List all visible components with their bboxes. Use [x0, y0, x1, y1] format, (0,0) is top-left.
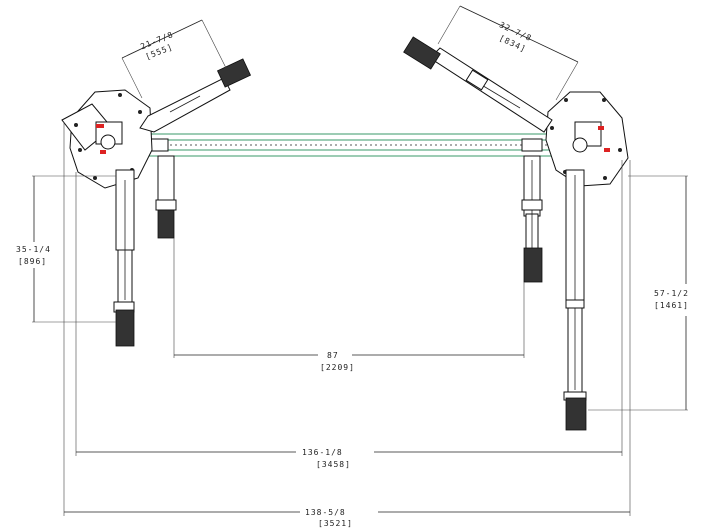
dim-overall-width-imperial: 136-1/8: [302, 448, 343, 457]
right-carriage: [545, 91, 629, 187]
dim-left-arm-imperial: 35-1/4: [16, 245, 51, 254]
dim-inner-span-metric: [2209]: [320, 363, 355, 372]
dim-left-arm-metric: [896]: [18, 257, 47, 266]
dim-overall-outside-imperial: 138-5/8: [305, 508, 346, 517]
dim-left-arm: 35-1/4 [896]: [16, 175, 116, 323]
dim-overall-width: 136-1/8 [3458]: [75, 160, 623, 469]
upper-right-arm: [403, 36, 553, 133]
dim-inner-span-imperial: 87: [327, 351, 339, 360]
dim-overall-outside: 138-5/8 [3521]: [63, 122, 631, 528]
dim-overall-width-metric: [3458]: [316, 460, 351, 469]
upper-left-arm: [139, 58, 252, 133]
cross-beam: [127, 133, 559, 157]
dim-right-arm-metric: [1461]: [654, 301, 689, 310]
dim-inner-span: 87 [2209]: [173, 238, 525, 372]
left-inner-arm: [155, 155, 177, 239]
left-carriage: [61, 89, 153, 189]
dim-overall-outside-metric: [3521]: [318, 519, 353, 528]
dim-right-arm: 57-1/2 [1461]: [588, 175, 689, 411]
right-inner-arm: [521, 155, 543, 283]
dim-right-arm-imperial: 57-1/2: [654, 289, 689, 298]
dim-upper-right: 32-7/8 [834]: [437, 5, 579, 101]
left-long-arm: [113, 169, 135, 347]
right-long-arm: [563, 169, 587, 431]
